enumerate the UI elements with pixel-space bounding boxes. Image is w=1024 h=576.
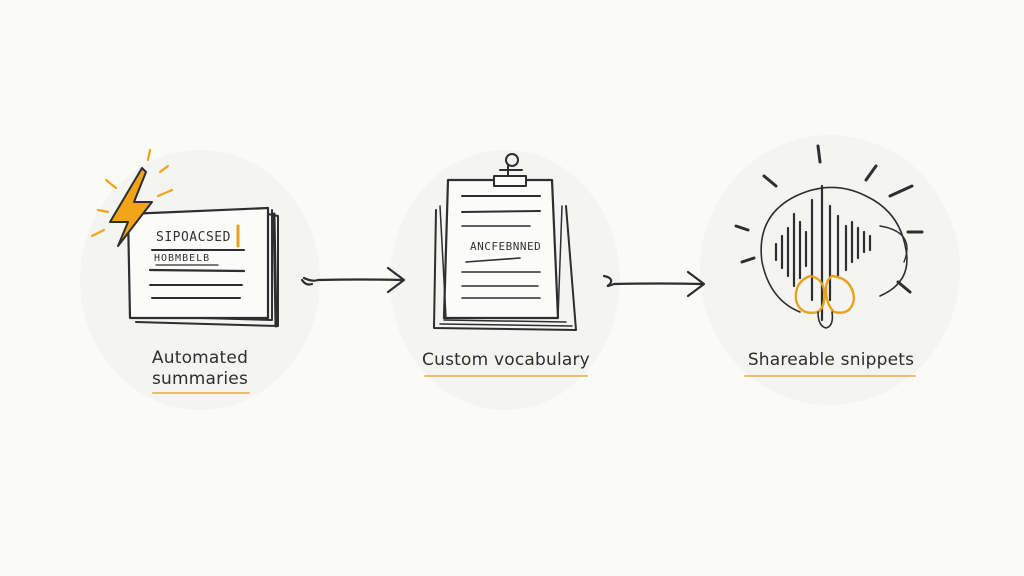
audio-waveform-bulb-icon	[760, 184, 908, 329]
label-underline	[152, 392, 250, 394]
arrow-1	[300, 266, 406, 294]
glow-rays	[734, 144, 924, 294]
label-line-1: Custom vocabulary	[422, 350, 590, 370]
lightning-bolt-icon	[90, 148, 174, 247]
label-underline	[744, 375, 916, 377]
label-underline	[424, 375, 588, 377]
doc-heading-1: SIPOACSED	[156, 230, 231, 245]
doc-heading-2: ANCFEBNNED	[470, 240, 542, 253]
lightning-document-icon	[126, 206, 279, 328]
arrow-2	[602, 270, 706, 298]
step-label-custom-vocabulary: Custom vocabulary	[414, 350, 598, 377]
doc-subheading-1: HOBMBELB	[154, 253, 211, 264]
step-label-automated-summaries: Automated summaries	[130, 348, 270, 394]
label-line-1: Shareable snippets	[747, 350, 915, 370]
label-line-1: Automated	[151, 348, 249, 368]
label-line-2: summaries	[152, 369, 248, 389]
clipboard-icon	[433, 153, 577, 331]
step-label-shareable-snippets: Shareable snippets	[738, 350, 924, 377]
